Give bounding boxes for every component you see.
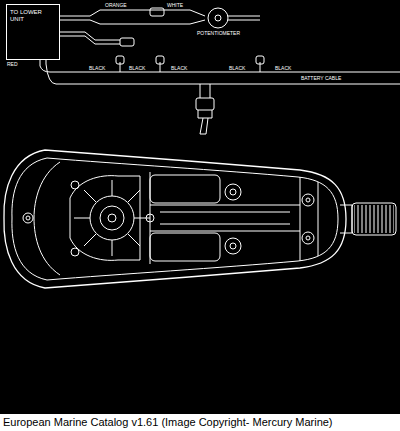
wire-color: WHITE	[166, 2, 184, 8]
junction-box: TO LOWER UNIT	[6, 4, 60, 60]
wire-color: BLACK	[274, 65, 292, 71]
caption-bar: European Marine Catalog v1.61 (Image Cop…	[0, 414, 400, 431]
wire-color: RED	[6, 61, 19, 67]
wire-color: ORANGE	[104, 2, 128, 8]
part-name: POTENTIOMETER	[196, 30, 241, 36]
wire-color: BLACK	[128, 65, 146, 71]
cable-name: BATTERY CABLE	[300, 75, 342, 81]
wire-color: BLACK	[228, 65, 246, 71]
box-label: TO LOWER UNIT	[10, 9, 56, 23]
caption: European Marine Catalog v1.61 (Image Cop…	[3, 416, 333, 429]
wire-color: BLACK	[170, 65, 188, 71]
wire-color: BLACK	[88, 65, 106, 71]
